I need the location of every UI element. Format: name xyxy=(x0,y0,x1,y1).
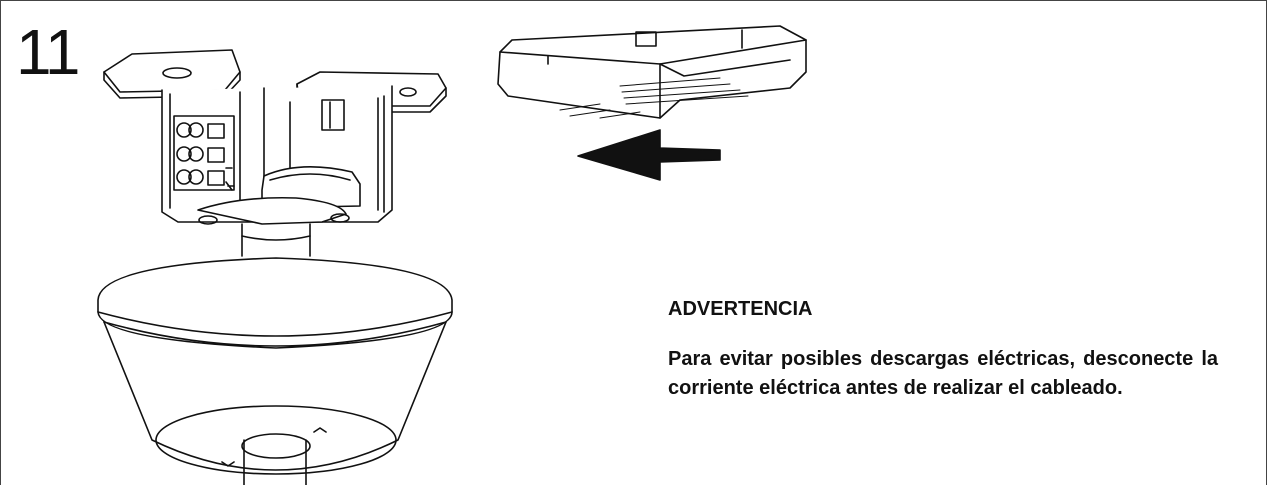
warning-title: ADVERTENCIA xyxy=(668,298,813,320)
ceiling-bracket-illustration xyxy=(103,49,447,223)
terminal-block-illustration xyxy=(173,115,235,191)
downrod-illustration xyxy=(197,196,350,485)
canopy-illustration xyxy=(97,257,453,475)
left-arrow-icon xyxy=(577,129,721,181)
step-number: 11 xyxy=(16,16,80,88)
warning-text: Para evitar posibles descargas eléctrica… xyxy=(668,348,1218,399)
receiver-module-illustration xyxy=(497,25,807,119)
